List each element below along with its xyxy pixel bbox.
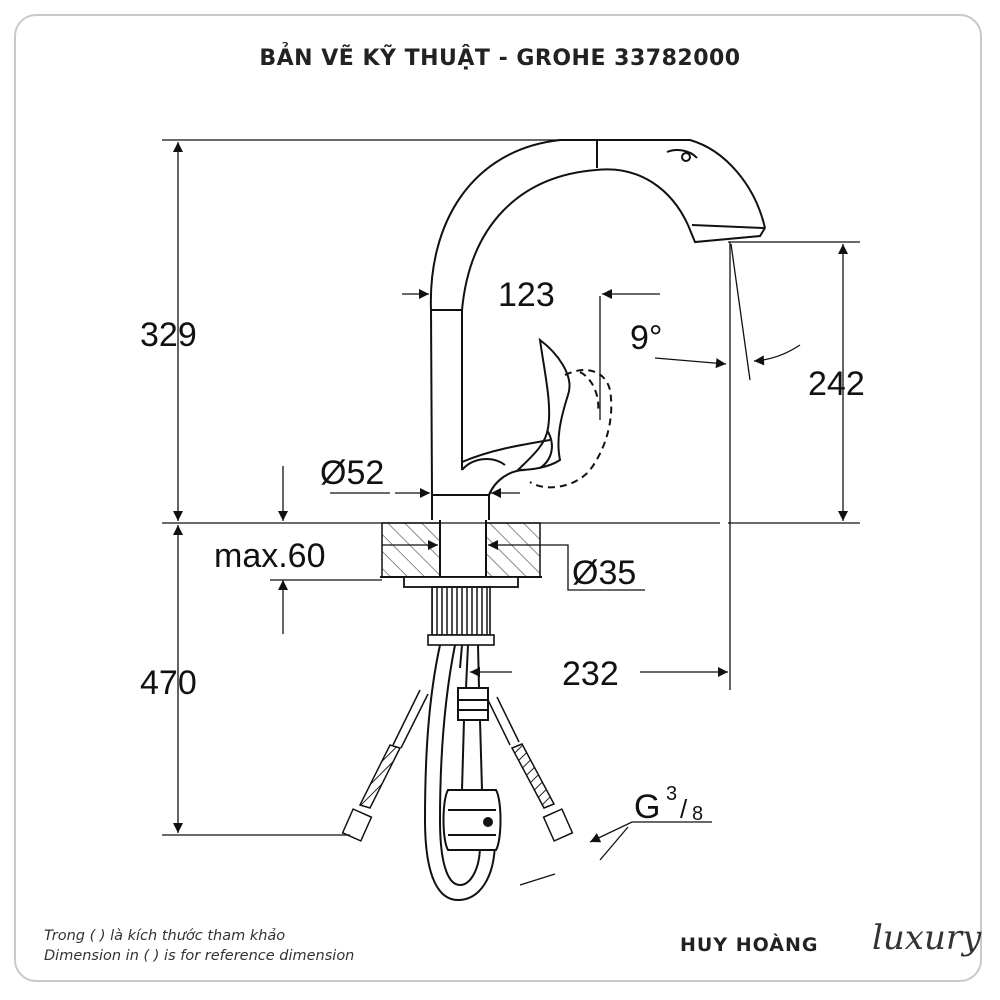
- dimension-lines: [162, 139, 860, 886]
- drawing-frame: [14, 14, 982, 982]
- supply-hose-right: [487, 696, 574, 842]
- footer-note-vi: Trong ( ) là kích thước tham khảo: [44, 928, 286, 944]
- drawing-title: BẢN VẼ KỸ THUẬT - GROHE 33782000: [259, 46, 741, 71]
- thread-numerator: 3: [666, 783, 677, 805]
- footer-note-en: Dimension in ( ) is for reference dimens…: [44, 948, 355, 964]
- faucet-body: [429, 139, 766, 580]
- supply-hose-left: [341, 689, 429, 842]
- mounting-deck: [380, 522, 542, 646]
- dim-123-label: 123: [498, 276, 555, 314]
- dim-9-degree-label: 9°: [630, 319, 663, 357]
- dim-232-label: 232: [562, 655, 619, 693]
- dim-470-label: 470: [140, 664, 197, 702]
- thread-base: G: [634, 788, 660, 826]
- footer-note: Trong ( ) là kích thước tham khảo Dimens…: [44, 926, 354, 966]
- dim-329-label: 329: [140, 316, 197, 354]
- dim-242-label: 242: [808, 365, 865, 403]
- dim-body-diameter-label: Ø52: [320, 454, 384, 492]
- hoses: [423, 644, 502, 902]
- dim-hole-diameter-label: Ø35: [572, 554, 636, 592]
- thread-slash: /: [680, 794, 688, 824]
- dim-max60-label: max.60: [214, 537, 326, 575]
- thread-size-label: G 3 / 8: [634, 783, 703, 826]
- brand-name: HUY HOÀNG: [680, 934, 819, 956]
- thread-denominator: 8: [692, 803, 703, 825]
- brand-script: luxury: [872, 918, 982, 958]
